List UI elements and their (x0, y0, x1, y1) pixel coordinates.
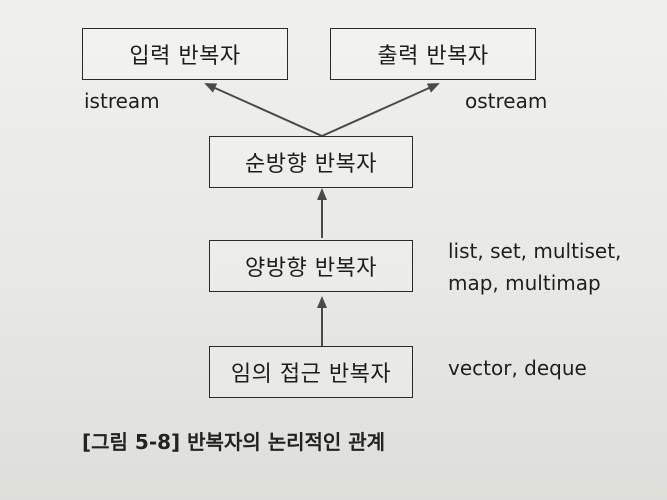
bidirectional-containers-line1: list, set, multiset, (448, 239, 622, 263)
forward-iterator-box: 순방향 반복자 (209, 136, 413, 188)
edge-forward-to-output (321, 83, 440, 137)
bidirectional-containers-line2: map, multimap (448, 271, 601, 295)
ostream-label: ostream (465, 89, 548, 113)
output-iterator-box: 출력 반복자 (330, 28, 536, 80)
input-iterator-box: 입력 반복자 (82, 28, 288, 80)
bidirectional-iterator-box: 양방향 반복자 (209, 240, 413, 292)
istream-label: istream (84, 89, 160, 113)
random-access-containers-label: vector, deque (448, 356, 587, 380)
figure-caption: [그림 5-8] 반복자의 논리적인 관계 (82, 430, 386, 454)
random-access-iterator-box: 임의 접근 반복자 (209, 346, 413, 398)
edge-forward-to-input (204, 83, 323, 137)
